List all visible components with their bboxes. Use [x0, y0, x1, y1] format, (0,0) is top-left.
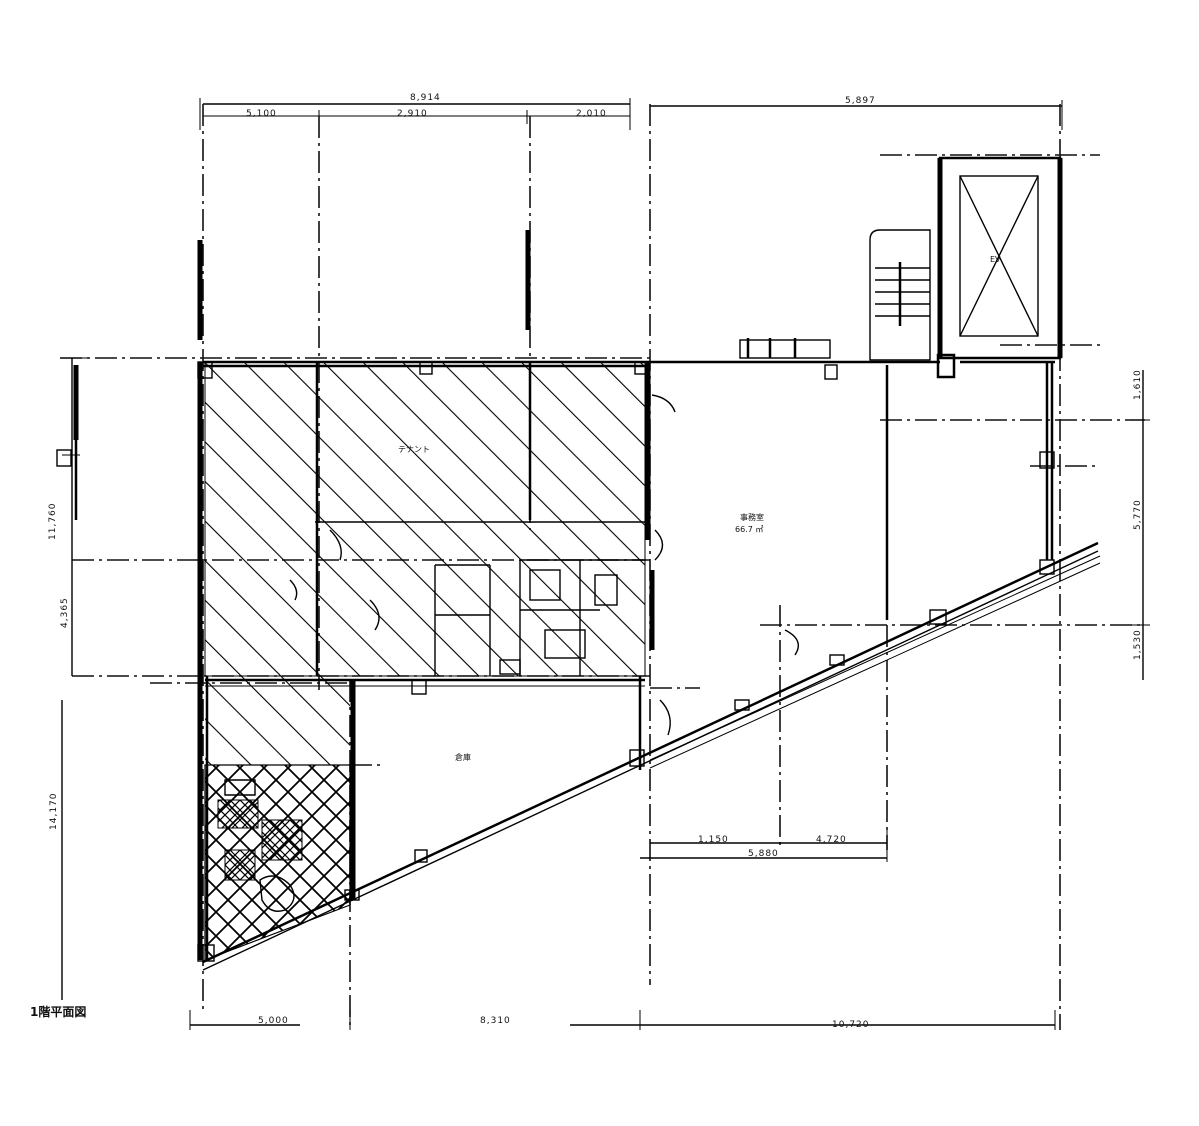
interior-partitions — [289, 362, 664, 676]
dim-inner-total: 5,880 — [748, 849, 779, 859]
dim-bottom-c: 10,720 — [832, 1020, 870, 1030]
top-wall-fragments — [739, 338, 831, 359]
room-label-elevator: EV — [990, 255, 1001, 264]
dim-bottom-b: 8,310 — [480, 1016, 511, 1026]
room-label-office-area: 66.7 ㎡ — [735, 525, 763, 534]
bottom-dimension-lines — [189, 1010, 1056, 1030]
room-label-tenant: テナント — [398, 445, 430, 454]
side-dimension-lines — [60, 357, 1150, 1000]
dim-top-c: 2,010 — [576, 109, 607, 119]
plan-caption: 1階平面図 — [30, 1004, 86, 1019]
dim-right-lower: 1,530 — [1133, 629, 1143, 660]
dim-top-b: 2,910 — [397, 109, 428, 119]
stair-detail — [217, 779, 303, 912]
dim-top-total: 8,914 — [410, 93, 441, 103]
dim-top-right: 5,897 — [845, 96, 876, 106]
dim-left-lower: 14,170 — [49, 793, 59, 831]
inner-dimension-lines — [640, 830, 888, 862]
elevator-stair-block — [869, 156, 1063, 379]
hatched-strip-lower — [205, 676, 350, 765]
dim-right-upper: 1,610 — [1133, 369, 1143, 400]
top-dimension-lines — [199, 98, 1063, 130]
dim-right-mid: 5,770 — [1133, 499, 1143, 530]
room-label-lower: 倉庫 — [455, 752, 471, 762]
diagonal-facade — [202, 541, 1101, 971]
dim-left-upper: 11,760 — [48, 503, 58, 541]
hatched-tenant-area — [204, 361, 646, 677]
dim-left-mid: 4,365 — [60, 597, 70, 628]
door-swings — [651, 394, 799, 736]
dim-bottom-a: 5,000 — [258, 1016, 289, 1026]
room-label-office: 事務室 — [740, 512, 764, 522]
dim-inner-b: 4,720 — [816, 835, 847, 845]
dim-top-a: 5,100 — [246, 109, 277, 119]
dim-inner-a: 1,150 — [698, 835, 729, 845]
columns — [56, 361, 1055, 962]
